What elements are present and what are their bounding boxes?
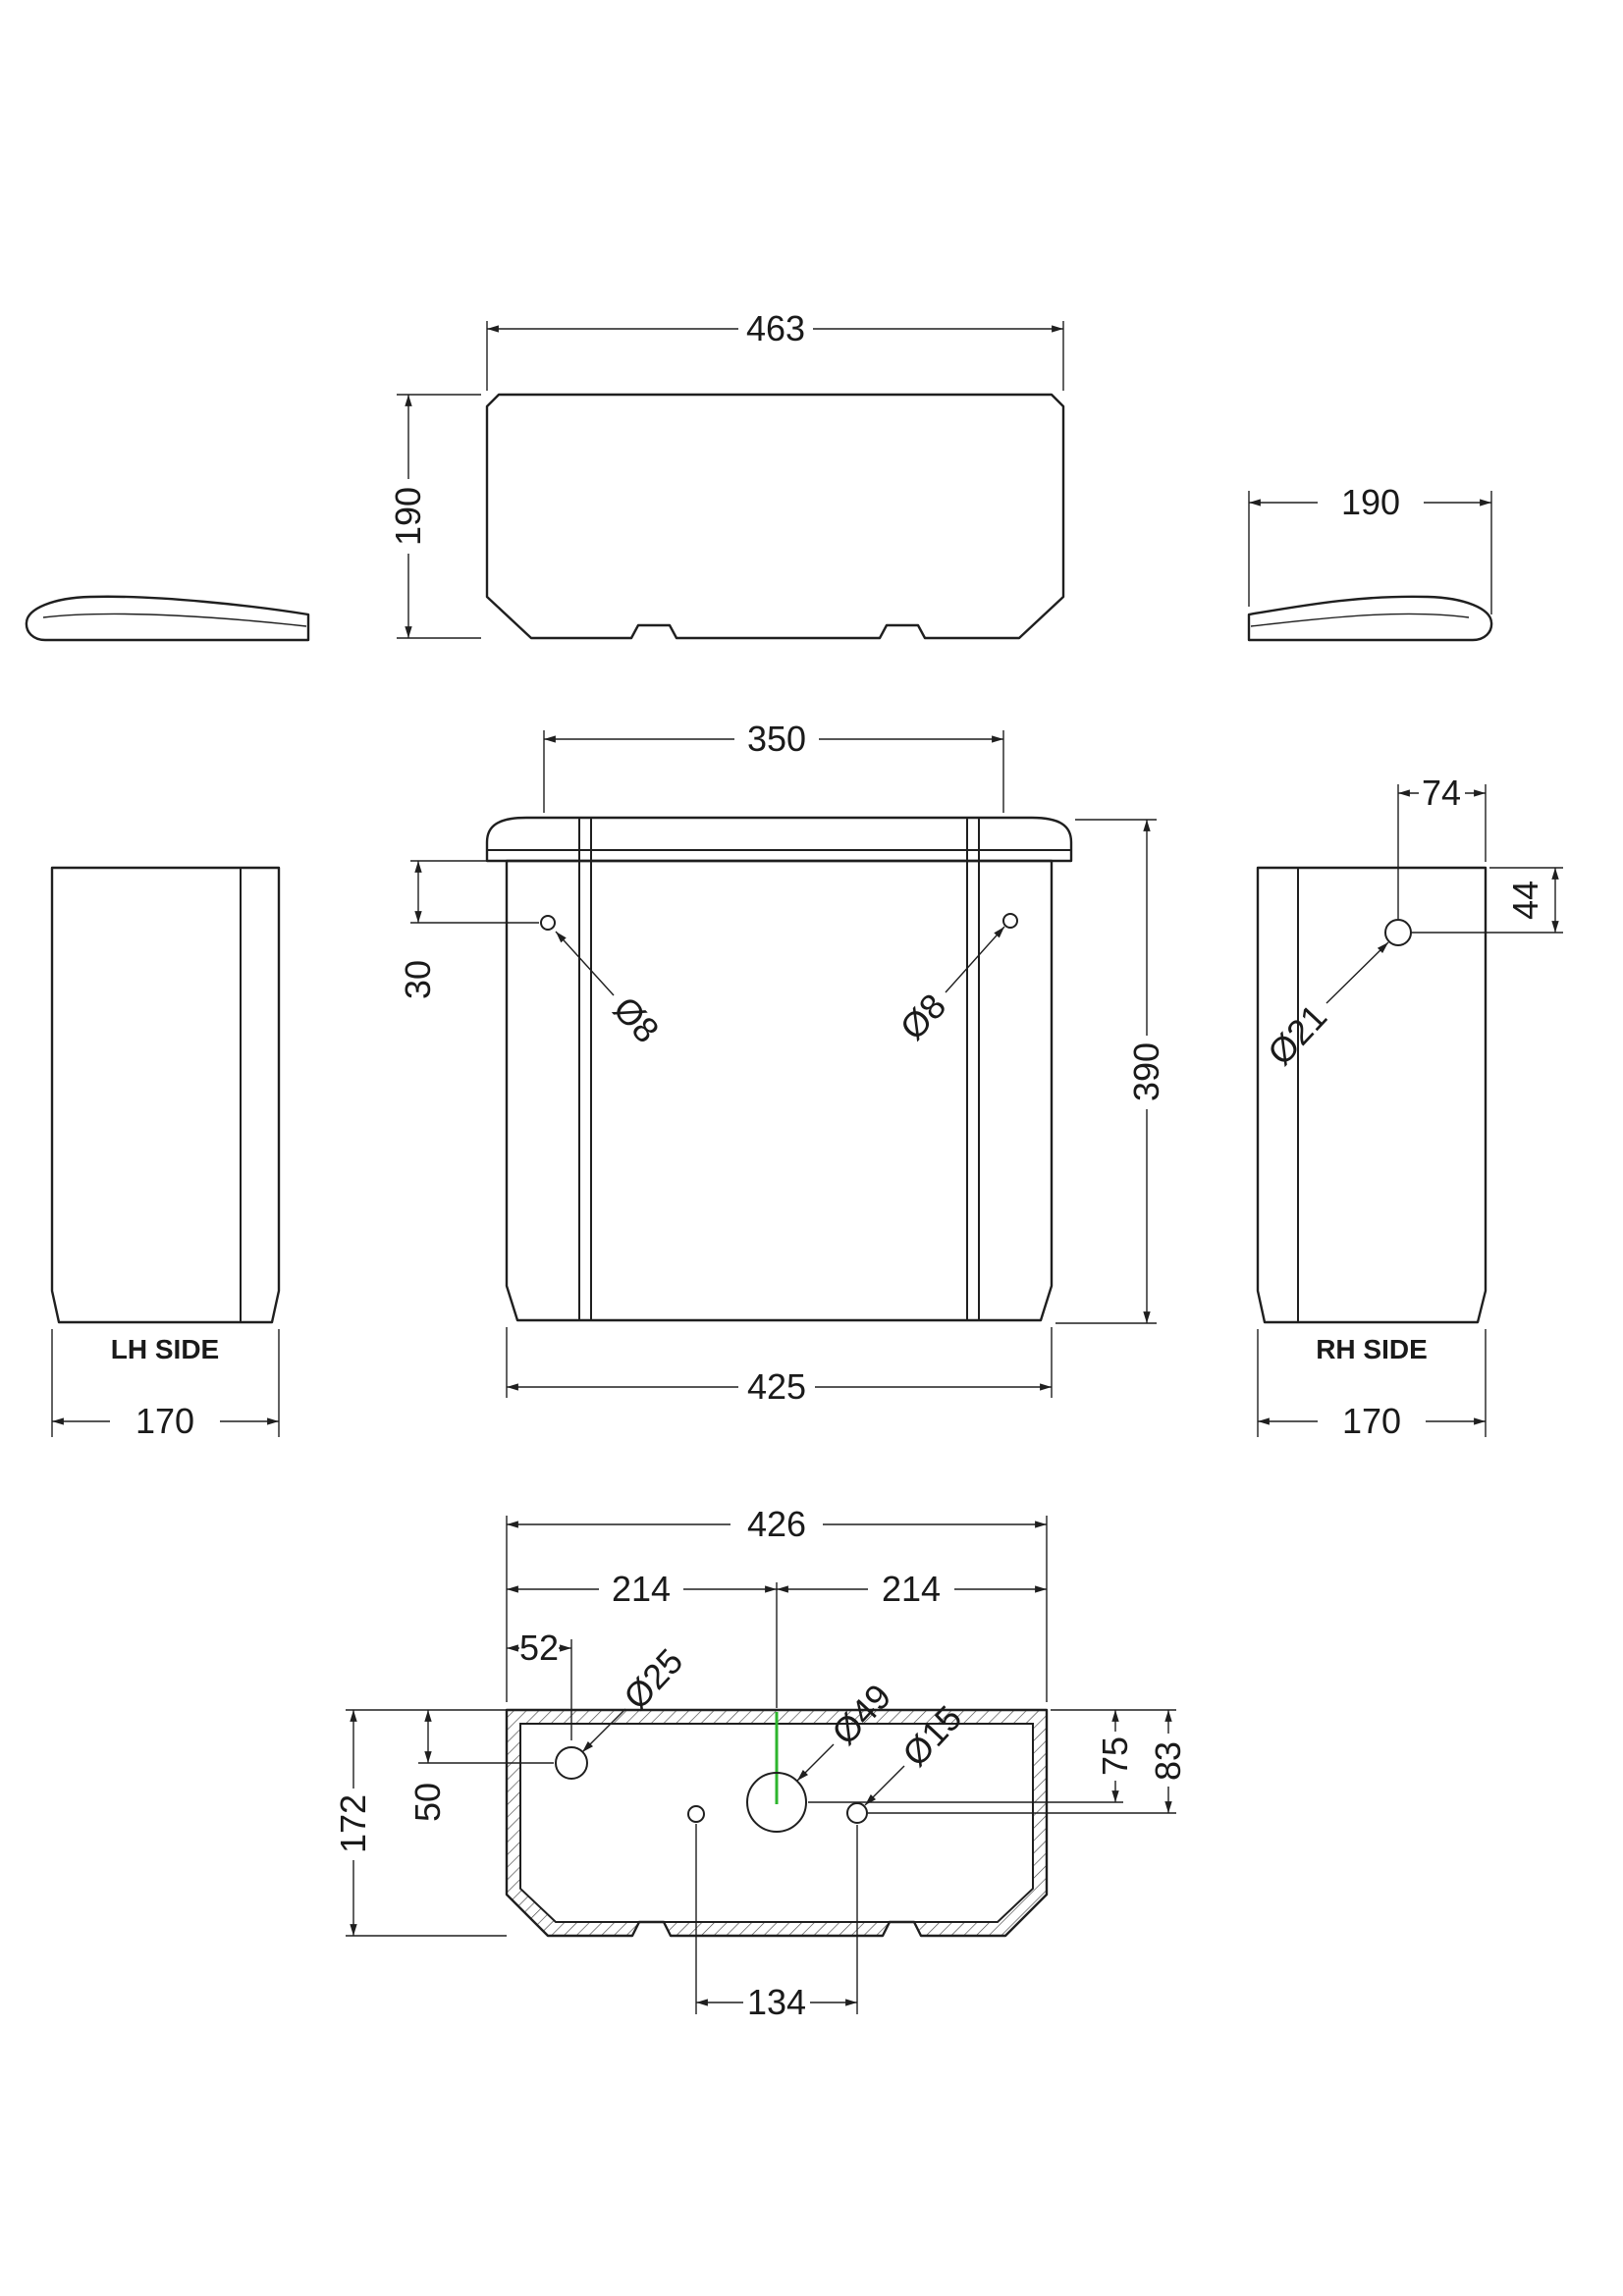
dim-label-top-depth: 190 [388,487,428,546]
dim-front-body-width: 425 [506,1327,1053,1407]
section-outer-outline [505,1708,1049,1938]
dim-label-section-center-drop: 75 [1095,1736,1135,1776]
dim-front-lid-width: 350 [543,719,1004,813]
section-hole-plain [687,1805,705,1823]
dim-rh-depth: 170 [1257,1329,1487,1441]
dim-label-section-hole-center: Ø49 [824,1676,898,1752]
dim-top-width: 463 [486,308,1064,391]
dim-section-halves: 214 214 [507,1569,1047,1708]
leader-line [1325,941,1389,1004]
dim-label-front-hole-left: Ø8 [606,988,668,1050]
section-hole-right [846,1802,868,1824]
dim-label-front-lid-width: 350 [747,719,806,759]
dim-label-section-hole-span: 134 [747,1982,806,2022]
leader-line [796,1743,835,1782]
leader-section-hole-center: Ø49 [796,1676,898,1782]
section-hole-small [555,1746,588,1780]
top-plan-view: 463 190 [388,308,1065,640]
dim-label-section-hole-inset-x: 52 [519,1628,559,1668]
section-hole-center [746,1772,807,1833]
dim-label-section-hole-small: Ø25 [616,1640,690,1717]
front-hole-left [540,915,556,931]
leader-front-hole-left: Ø8 [555,931,668,1050]
dim-rh-hole-inset: 74 [1397,773,1487,919]
leader-rh-hole: Ø21 [1260,941,1389,1073]
dim-lh-depth: 170 [51,1329,280,1441]
dim-label-front-body-width: 425 [747,1366,806,1407]
section-inner-outline [519,1723,1034,1923]
dim-label-section-depth: 172 [333,1794,373,1853]
dim-label-lid-right-depth: 190 [1341,482,1400,522]
dim-label-rh-hole-drop: 44 [1505,881,1545,920]
dim-label-rh-depth: 170 [1342,1401,1401,1441]
dim-section-width: 426 [506,1504,1048,1702]
lid-profile-left-inner-line [42,613,307,627]
dim-label-front-hole-right: Ø8 [893,986,954,1047]
dim-section-depth: 172 [333,1709,507,1937]
dim-rh-hole-drop: 44 [1411,867,1563,934]
dim-label-section-right-drop: 83 [1148,1741,1188,1781]
lid-profile-left-outline [25,595,310,642]
dim-label-rh-hole-inset: 74 [1422,773,1461,813]
dim-section-hole-inset-x: 52 [507,1628,572,1740]
lid-profile-right-outline [1247,595,1493,642]
leader-section-hole-small: Ø25 [581,1640,690,1753]
rh-side-outline [1256,866,1488,1324]
front-view: Ø8 Ø8 350 30 390 [398,719,1166,1407]
lh-side-outline [50,866,281,1324]
front-hole-right [1002,913,1018,929]
rh-side-label: RH SIDE [1316,1334,1428,1364]
top-plan-outline [485,393,1065,640]
dim-label-section-width: 426 [747,1504,806,1544]
dim-label-section-hole-inset-y: 50 [407,1783,448,1822]
leader-line [581,1708,626,1753]
dim-label-front-height: 390 [1126,1042,1166,1101]
dim-section-hole-drops: 75 83 [808,1709,1188,1814]
dim-label-section-right-half: 214 [882,1569,941,1609]
lh-side-view: LH SIDE 170 [50,866,281,1441]
rh-side-hole [1384,919,1412,946]
lid-profile-right-inner-line [1250,613,1470,627]
dim-lid-right-depth: 190 [1248,482,1492,614]
lh-side-label: LH SIDE [111,1334,219,1364]
front-lid-outline [485,816,1073,863]
lid-profile-left [25,595,310,642]
dim-label-front-hole-offset: 30 [398,960,438,999]
dim-section-hole-span: 134 [695,1824,858,2022]
dim-section-hole-inset-y: 50 [407,1710,554,1822]
dim-front-height: 390 [1055,819,1166,1324]
front-body-outline [505,859,1054,1322]
dim-label-lh-depth: 170 [135,1401,194,1441]
dim-label-section-left-half: 214 [612,1569,671,1609]
dim-label-rh-hole-dia: Ø21 [1260,996,1334,1073]
dim-front-hole-offset: 30 [398,860,539,999]
dim-label-top-width: 463 [746,308,805,348]
rh-side-view: 74 44 Ø21 RH SIDE 170 [1256,773,1563,1441]
lid-profile-right: 190 [1247,482,1493,642]
leader-line [864,1765,905,1806]
section-plan-view: Ø25 Ø49 Ø15 426 214 214 [333,1504,1188,2022]
leader-front-hole-right: Ø8 [893,926,1005,1047]
dim-top-depth: 190 [388,394,481,639]
leader-line [555,931,615,996]
leader-line [945,926,1005,993]
